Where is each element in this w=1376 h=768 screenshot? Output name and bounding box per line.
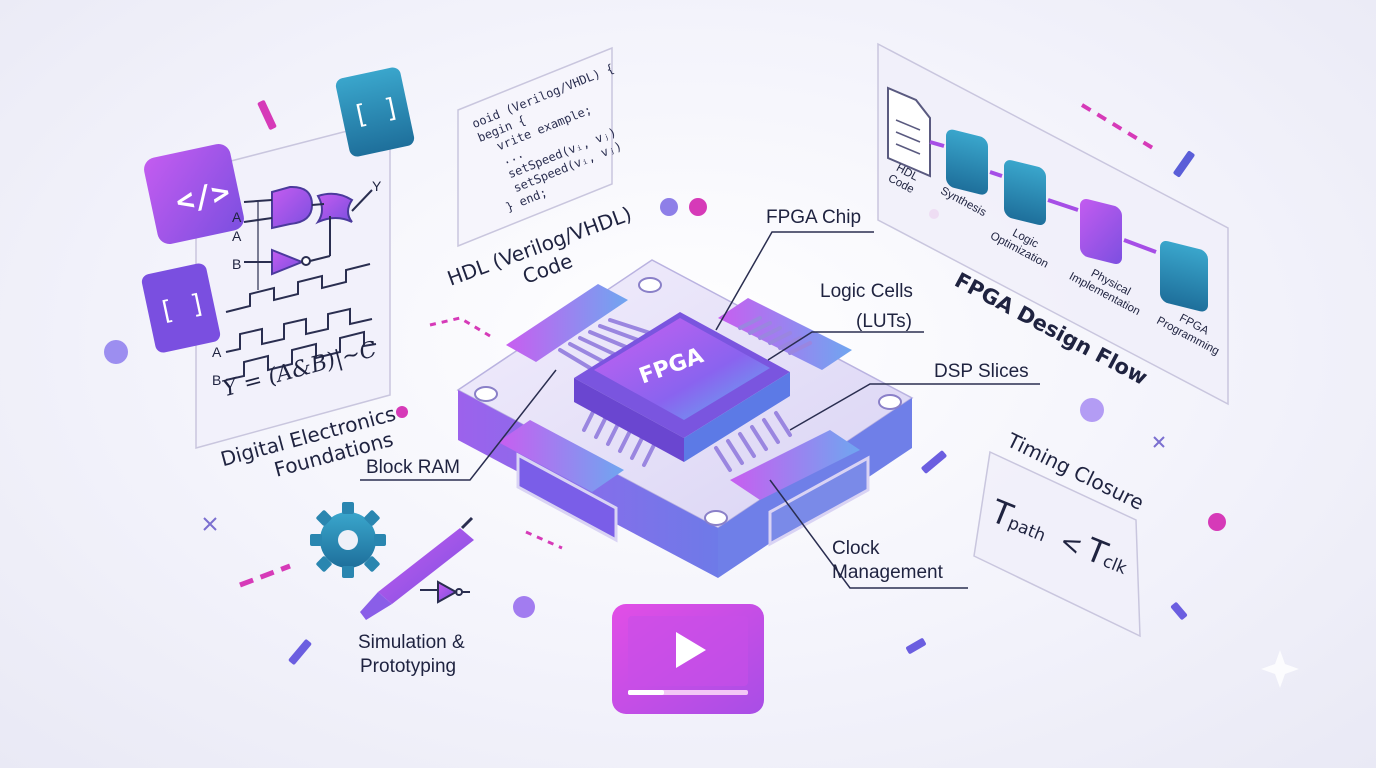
fpga-board: [456, 259, 914, 578]
video-player-tile: [612, 604, 764, 714]
synthesis-icon: [946, 129, 988, 195]
gear-icon: [310, 502, 386, 578]
pin-nw: [588, 330, 628, 349]
chip-pins: [558, 316, 812, 472]
pin-se: [762, 418, 780, 444]
callout-logic-cells: Logic Cells: [820, 281, 913, 302]
gate-output-y: Y: [372, 178, 382, 194]
waveform: [225, 263, 377, 381]
simulation-label-line2: Prototyping: [360, 656, 457, 677]
design-flow-panel: [877, 42, 1229, 406]
waveform-label-b: B: [212, 372, 222, 388]
pin-se: [774, 411, 792, 437]
callout-fpga-chip: FPGA Chip: [766, 207, 862, 228]
implementation-icon: [1080, 199, 1122, 264]
gate-input-a2: A: [232, 228, 242, 244]
pin-ne: [788, 341, 812, 355]
callout-block-ram: Block RAM: [366, 457, 460, 478]
pin-nw: [568, 342, 604, 363]
pin-se: [738, 432, 756, 458]
pin-se: [750, 425, 768, 451]
probe-icon: [360, 516, 474, 620]
pin-se: [726, 439, 744, 465]
pin-nw: [608, 318, 652, 335]
pin-ne: [758, 326, 782, 340]
gate-input-a1: A: [232, 209, 242, 225]
code-tile: [141, 67, 415, 353]
callout-luts: (LUTs): [856, 311, 912, 332]
flow-arrows: [929, 140, 1157, 254]
decorations: [104, 100, 1299, 688]
callout-lines: [360, 231, 1040, 589]
pin-ne: [778, 336, 802, 350]
digital-electronics-panel: [195, 119, 391, 449]
pin-nw: [558, 348, 592, 370]
simulation-label-line1: Simulation &: [358, 632, 465, 653]
waveform-label-a: A: [212, 344, 222, 360]
programming-icon: [1160, 240, 1208, 312]
pin-nw: [578, 336, 616, 356]
pin-ne: [768, 331, 792, 345]
logic-gates-diagram: [243, 185, 373, 290]
pin-ne: [738, 316, 762, 330]
pin-nw: [598, 324, 640, 342]
gate-input-b: B: [232, 256, 242, 272]
callout-clock: Clock: [832, 538, 880, 559]
pin-ne: [748, 321, 772, 335]
callout-dsp-slices: DSP Slices: [934, 361, 1029, 382]
document-icon: [887, 86, 931, 178]
timing-closure-card: [973, 450, 1141, 638]
hdl-code-panel: [457, 46, 613, 248]
optimization-icon: [1004, 160, 1046, 226]
callout-clock-management: Management: [832, 562, 943, 583]
pin-se: [714, 446, 732, 472]
